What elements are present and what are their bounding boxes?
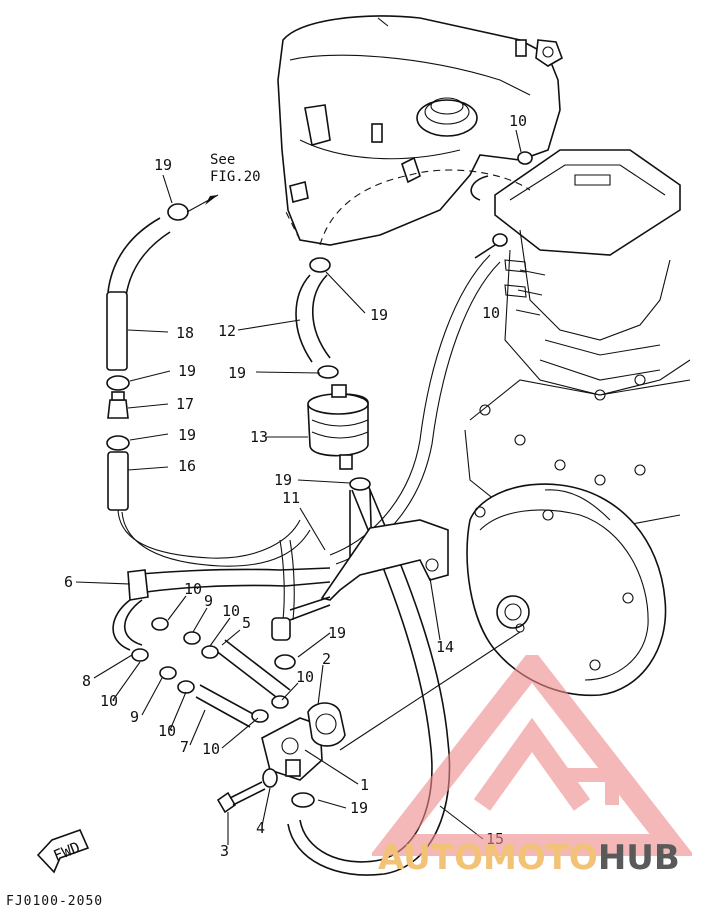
document-code: FJ0100-2050 [6, 894, 104, 909]
callout-17: 17 [176, 395, 194, 413]
callout-14: 14 [436, 638, 454, 656]
watermark-brand-part1: AUTOMOTO [378, 838, 598, 878]
callout-10: 10 [202, 740, 220, 758]
callout-18: 18 [176, 324, 194, 342]
bolt-3 [216, 781, 266, 814]
callout-10: 10 [158, 722, 176, 740]
reference-note-line1: See [210, 152, 236, 168]
callout-5: 5 [242, 614, 251, 632]
reference-arrow [205, 195, 218, 205]
bracket-11 [289, 519, 449, 621]
callout-4: 4 [256, 819, 265, 837]
callout-3: 3 [220, 842, 229, 860]
callout-19: 19 [274, 471, 292, 489]
callout-10: 10 [482, 304, 500, 322]
reference-note: See FIG.20 [210, 152, 261, 186]
hose-18 [106, 217, 171, 371]
crankcase-cover [466, 483, 667, 697]
callout-16: 16 [178, 457, 196, 475]
hose-8 [112, 599, 143, 651]
reference-note-line2: FIG.20 [210, 169, 261, 185]
fuel-tank [277, 15, 563, 246]
callout-1: 1 [360, 776, 369, 794]
washer-4 [262, 768, 278, 788]
fitting-17 [107, 391, 129, 419]
callout-11: 11 [282, 489, 300, 507]
callout-19: 19 [370, 306, 388, 324]
vent-hose-long [117, 509, 311, 621]
callout-19: 19 [328, 624, 346, 642]
callout-6: 6 [64, 573, 73, 591]
callout-19: 19 [154, 156, 172, 174]
callout-10: 10 [100, 692, 118, 710]
callout-8: 8 [82, 672, 91, 690]
leader-lines [75, 129, 522, 845]
callout-9: 9 [204, 592, 213, 610]
callout-19: 19 [228, 364, 246, 382]
small-fittings [131, 617, 291, 723]
hose-6 [127, 567, 331, 601]
fuel-filter [307, 384, 369, 470]
hose-5 [214, 639, 291, 701]
callout-19: 19 [178, 426, 196, 444]
engine-block [464, 149, 691, 531]
callout-13: 13 [250, 428, 268, 446]
watermark-logo [372, 655, 692, 856]
hose-12 [295, 274, 331, 363]
hose-7 [195, 684, 256, 728]
callout-10: 10 [222, 602, 240, 620]
callout-10: 10 [509, 112, 527, 130]
watermark-brand-part2: HUB [597, 838, 680, 878]
callout-2: 2 [322, 650, 331, 668]
callout-12: 12 [218, 322, 236, 340]
tank-outline-dashed [284, 169, 531, 246]
hose-16 [107, 451, 129, 511]
fwd-badge: FWD [36, 828, 90, 874]
callout-9: 9 [130, 708, 139, 726]
callout-7: 7 [180, 738, 189, 756]
watermark-text: AUTOMOTOHUB [378, 838, 680, 878]
callout-19: 19 [178, 362, 196, 380]
callout-10: 10 [184, 580, 202, 598]
clamps [106, 151, 533, 808]
callout-19: 19 [350, 799, 368, 817]
gasket-2 [307, 702, 346, 747]
callout-10: 10 [296, 668, 314, 686]
fuel-pump [261, 717, 323, 781]
